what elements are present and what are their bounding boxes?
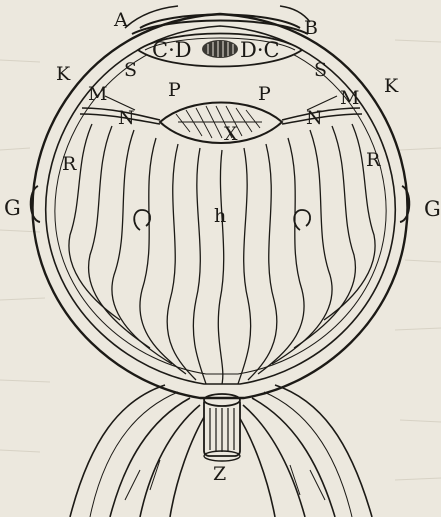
label-m-left: M — [88, 83, 107, 105]
label-n-left: N — [118, 107, 135, 129]
label-z: Z — [213, 463, 226, 485]
optic-nerve-head — [204, 394, 240, 461]
label-cd: C·D — [152, 38, 192, 62]
label-dc: D·C — [240, 38, 280, 62]
label-s-left: S — [124, 59, 137, 81]
crystalline-lens — [160, 103, 282, 144]
label-x: X — [224, 123, 238, 145]
label-g-right: G — [424, 197, 441, 221]
label-p-right: P — [258, 83, 271, 105]
label-h: h — [214, 205, 226, 227]
label-m-right: M — [340, 87, 359, 109]
label-p-left: P — [168, 79, 181, 101]
label-n-right: N — [306, 107, 323, 129]
label-r-left: R — [62, 153, 77, 175]
label-r-right: R — [366, 149, 381, 171]
label-g-left: G — [4, 196, 21, 220]
label-a: A — [113, 9, 128, 31]
label-b: B — [304, 17, 318, 39]
label-k-left: K — [56, 63, 71, 85]
label-k-right: K — [384, 75, 399, 97]
label-s-right: S — [314, 59, 327, 81]
